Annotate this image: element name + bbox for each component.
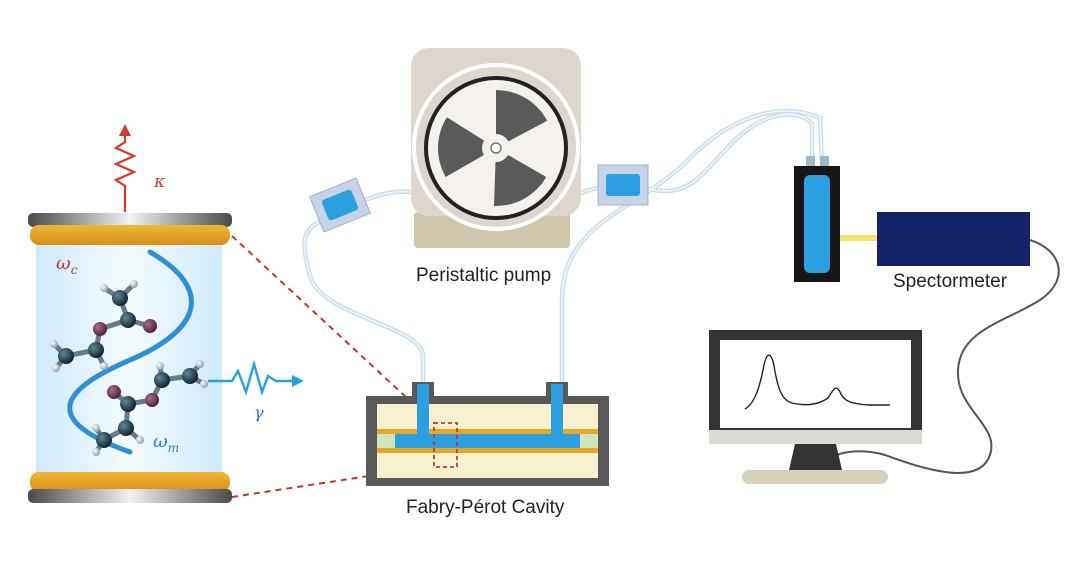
gamma-symbol: γ <box>254 403 264 422</box>
spectrometer-label: Spectormeter <box>893 271 1008 292</box>
rotor-blade-1 <box>438 117 485 177</box>
monitor-foot <box>742 470 888 484</box>
peristaltic-pump-icon <box>411 48 581 248</box>
cavity-gold-bottom <box>377 448 598 453</box>
pump-inlet-cell <box>309 177 371 233</box>
monitor-screen <box>720 340 911 428</box>
kappa-symbol: κ <box>153 172 165 192</box>
rotor-blade-2 <box>496 90 548 142</box>
cavity-closeup: κ γ ωc ωm <box>28 124 304 503</box>
pump-label: Peristaltic pump <box>416 265 551 286</box>
fabry-perot-cavity-icon <box>366 382 609 486</box>
kappa-arrow <box>113 124 137 212</box>
cavity-label: Fabry-Pérot Cavity <box>406 497 565 518</box>
light-beam <box>840 235 877 241</box>
spectrum-trace <box>744 354 890 410</box>
cavity-flow-channel <box>395 434 580 448</box>
cavity-gold-top <box>377 429 598 434</box>
molecule-upper <box>50 280 157 372</box>
cavity-zoom-box <box>433 422 458 468</box>
cavity-field-wave <box>67 249 194 455</box>
molecule-lower <box>92 360 208 456</box>
rotor-blade-3 <box>493 155 547 206</box>
computer-monitor-icon <box>709 330 922 484</box>
monitor-stand <box>789 444 842 470</box>
omega-c-symbol: ωc <box>56 253 78 277</box>
pump-rotor-blades <box>438 90 548 206</box>
pump-outlet-cell <box>597 164 649 206</box>
spectrometer-icon <box>877 212 1030 266</box>
bottom-mirror <box>28 472 232 503</box>
omega-m-symbol: ωm <box>153 431 179 455</box>
data-cable <box>831 239 1060 474</box>
gamma-arrow <box>208 359 304 396</box>
top-mirror <box>28 213 232 245</box>
flow-cell-icon <box>794 156 840 282</box>
